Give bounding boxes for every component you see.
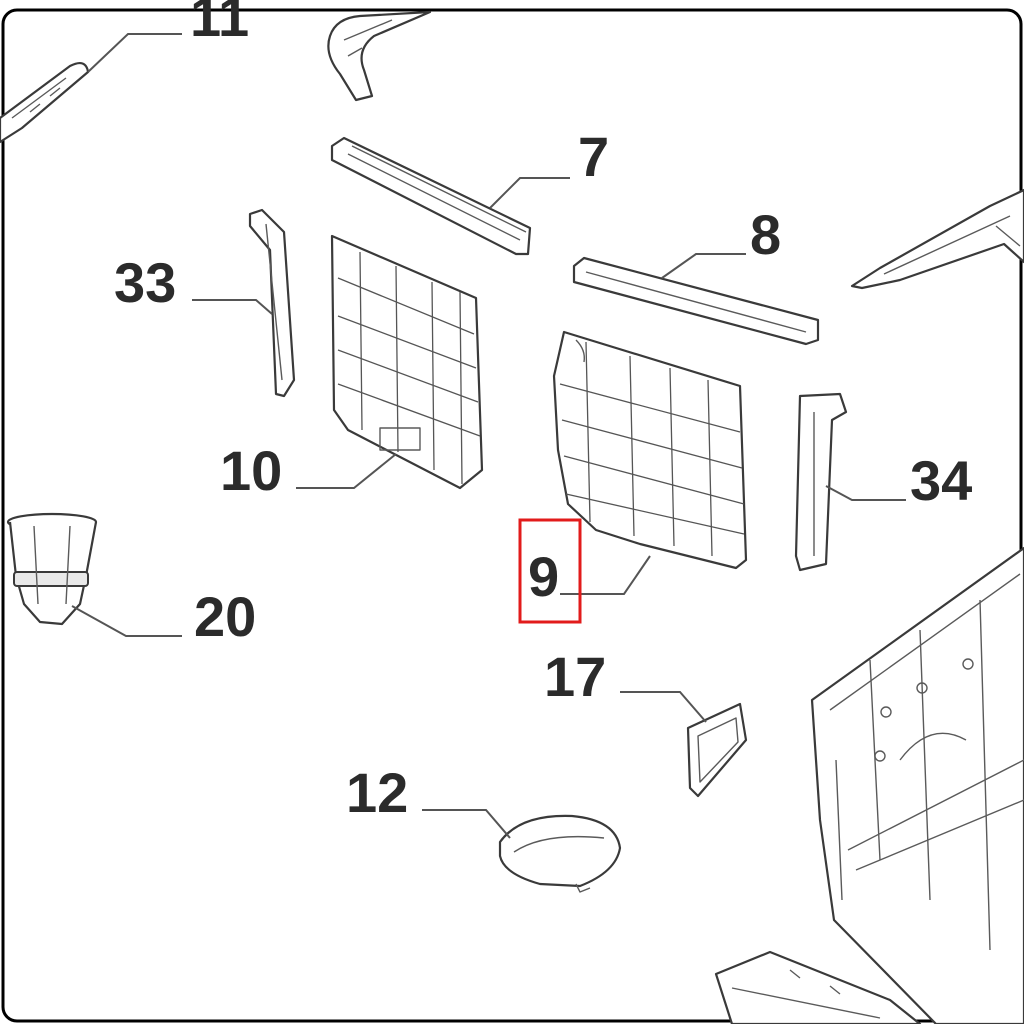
callout-12[interactable]: 12 xyxy=(346,761,408,824)
callout-34[interactable]: 34 xyxy=(910,449,972,512)
part-34[interactable] xyxy=(794,392,848,572)
part-8[interactable] xyxy=(572,256,820,346)
diagram-frame xyxy=(1,8,1023,1023)
leader-12 xyxy=(422,809,511,839)
part-17[interactable] xyxy=(686,702,748,798)
top-right-bracket-part[interactable] xyxy=(850,188,1024,290)
callout-11[interactable]: 11 xyxy=(190,0,249,48)
leader-17 xyxy=(620,691,707,723)
highlight-box xyxy=(518,518,582,624)
callout-7[interactable]: 7 xyxy=(578,125,609,188)
leader-9 xyxy=(560,555,651,595)
callout-10[interactable]: 10 xyxy=(220,439,282,502)
leader-8 xyxy=(661,253,746,279)
leader-7 xyxy=(489,177,570,209)
part-12[interactable] xyxy=(498,814,622,893)
leader-11 xyxy=(87,33,182,73)
leader-33 xyxy=(192,299,273,315)
callout-8[interactable]: 8 xyxy=(750,203,781,266)
part-33[interactable] xyxy=(248,208,296,398)
callout-20[interactable]: 20 xyxy=(194,585,256,648)
callout-17[interactable]: 17 xyxy=(544,645,606,708)
bottom-rail-part[interactable] xyxy=(714,950,922,1024)
body-shell-part[interactable] xyxy=(810,546,1024,1024)
callout-9[interactable]: 9 xyxy=(528,545,559,608)
leader-20 xyxy=(71,605,182,637)
top-bracket-part[interactable] xyxy=(327,10,432,102)
leader-10 xyxy=(296,453,397,489)
part-11[interactable] xyxy=(0,61,90,144)
callout-33[interactable]: 33 xyxy=(114,251,176,314)
part-10[interactable] xyxy=(330,234,484,490)
part-9[interactable] xyxy=(552,330,748,570)
leader-34 xyxy=(825,485,906,501)
part-20[interactable] xyxy=(6,512,98,626)
part-7[interactable] xyxy=(330,136,532,256)
